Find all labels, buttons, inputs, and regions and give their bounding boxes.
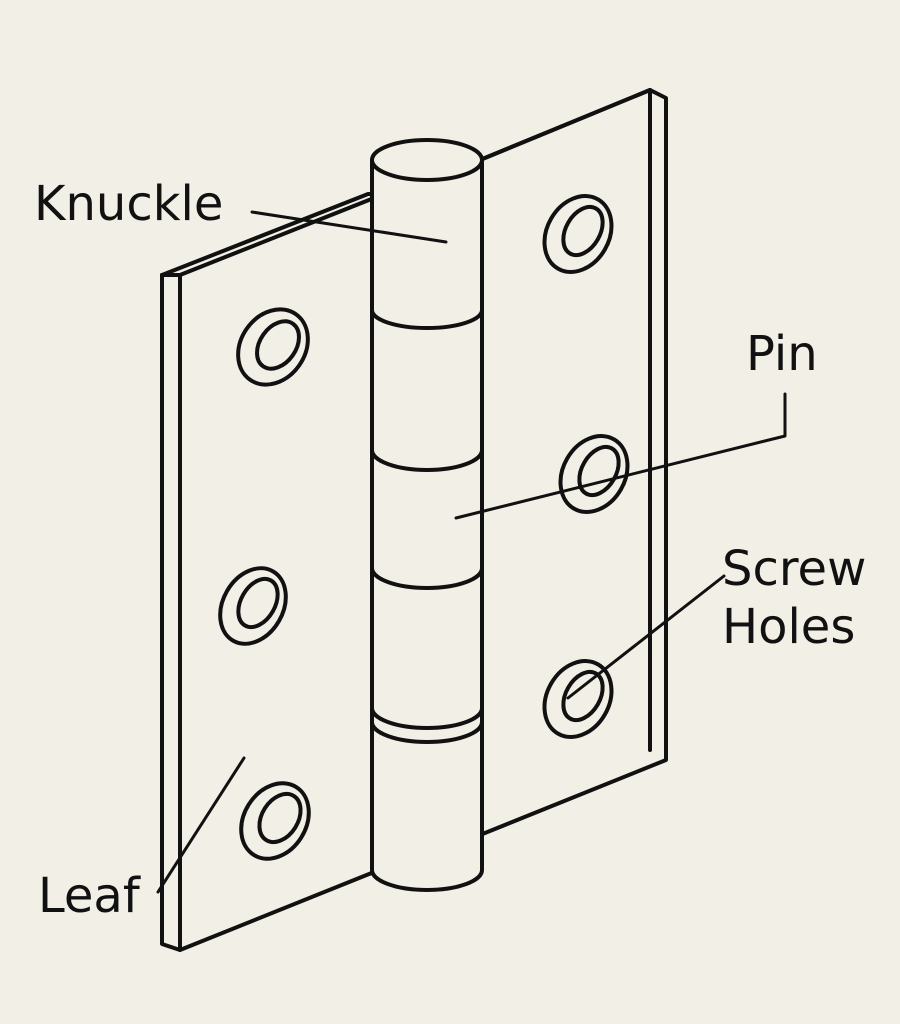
barrel-top	[370, 138, 484, 182]
screw-hole-inner-icon	[255, 319, 301, 371]
left-leaf-thickness	[160, 273, 182, 952]
knuckle-label: Knuckle	[34, 176, 224, 232]
knuckle-ring-5	[370, 720, 484, 744]
leaf-label: Leaf	[38, 868, 140, 924]
screw-holes-label-line1: Screw	[722, 541, 867, 597]
knuckle-leader-line	[250, 210, 448, 244]
screw-hole-icon	[239, 781, 311, 861]
screw-holes-label-line2: Holes	[722, 599, 856, 655]
screw-hole-icon	[542, 659, 614, 739]
screw-hole-icon	[558, 434, 630, 514]
knuckle-ring-2	[370, 448, 484, 472]
screw-hole-inner-icon	[561, 669, 605, 723]
barrel	[370, 158, 484, 892]
screw-hole-inner-icon	[257, 791, 303, 845]
screw-hole-inner-icon	[236, 576, 280, 630]
screw-holes-label: Screw Holes	[722, 540, 866, 656]
screw-holes-leader-line	[566, 574, 726, 700]
screw-hole-icon	[236, 307, 310, 387]
screw-hole-inner-icon	[561, 204, 605, 258]
knuckle-ring-1	[370, 308, 484, 330]
knuckle-ring-3	[370, 566, 484, 590]
leaf-leader-line	[156, 756, 246, 894]
pin-leader-line	[454, 392, 787, 520]
knuckle-side	[370, 316, 484, 452]
screw-hole-icon	[542, 194, 614, 274]
right-leaf-top-edge	[478, 88, 652, 162]
right-leaf	[478, 88, 668, 837]
screw-hole-icon	[218, 566, 288, 646]
pin-label: Pin	[746, 326, 818, 382]
knuckle-ring-4	[370, 706, 484, 730]
